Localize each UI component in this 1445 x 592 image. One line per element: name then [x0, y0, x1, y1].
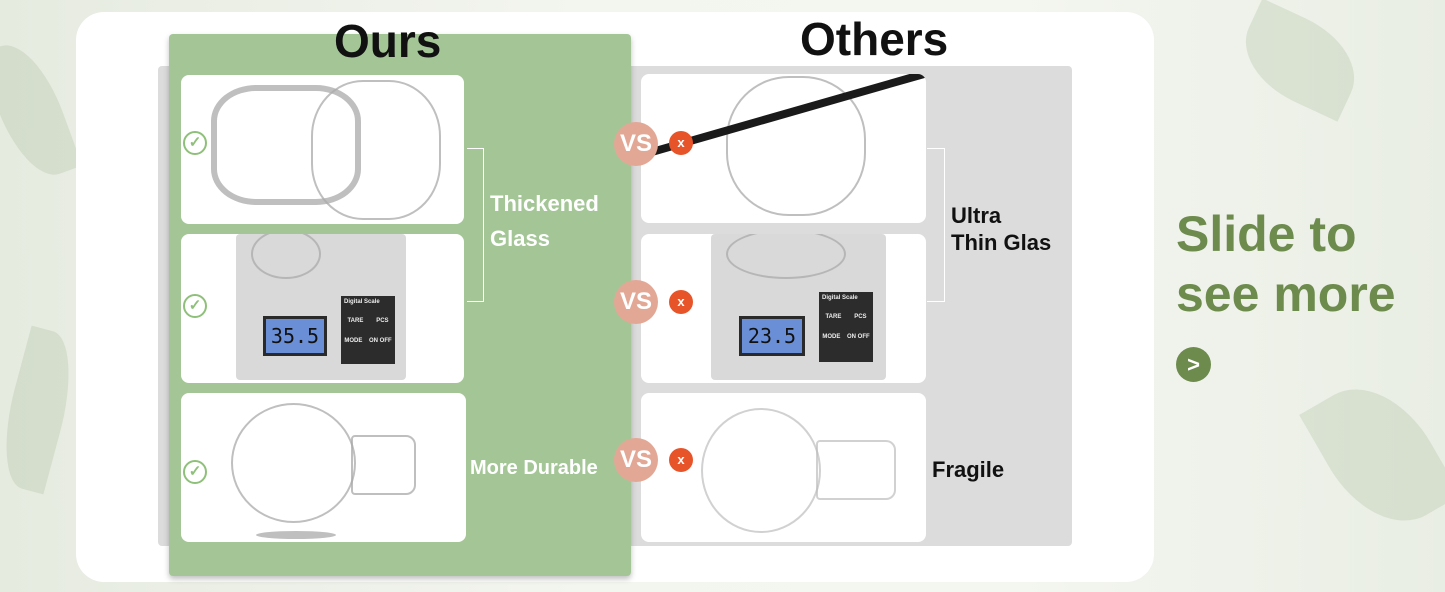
- check-icon: ✓: [183, 460, 207, 484]
- ours-thick-label: Thickened Glass: [490, 186, 599, 256]
- others-heading: Others: [800, 13, 949, 65]
- check-icon: ✓: [183, 294, 207, 318]
- glass-shadow: [256, 531, 336, 539]
- glass-shape: [816, 440, 896, 500]
- scale-brand: Digital Scale: [822, 295, 858, 301]
- scale-display: 35.5: [263, 316, 327, 356]
- ours-heading: Ours: [334, 15, 442, 67]
- glass-shape: [351, 435, 416, 495]
- on-off-key: ON OFF: [846, 334, 870, 340]
- x-icon: x: [669, 448, 693, 472]
- slide-cta-text: Slide to see more: [1176, 204, 1396, 324]
- ours-thick-glass-photo: [181, 75, 464, 224]
- pcs-key: PCS: [376, 318, 389, 324]
- ours-durable-photo: [181, 393, 466, 542]
- tare-key: TARE: [825, 314, 842, 320]
- glass-shape: [726, 76, 866, 216]
- cta-line1: Slide to: [1176, 206, 1357, 262]
- thin-line1: Ultra: [951, 203, 1002, 228]
- digital-scale: Digital Scale TARE PCS MODE ON OFF 23.5: [711, 234, 886, 380]
- glass-shape: [211, 85, 361, 205]
- thick-line2: Glass: [490, 226, 550, 251]
- scale-keypad: Digital Scale TARE PCS MODE ON OFF: [819, 292, 873, 362]
- ours-scale-photo: Digital Scale TARE PCS MODE ON OFF 35.5: [181, 234, 464, 383]
- tare-key: TARE: [347, 318, 364, 324]
- mode-key: MODE: [344, 338, 363, 344]
- glass-shape: [701, 408, 821, 533]
- glass-shape: [251, 234, 321, 279]
- scale-brand: Digital Scale: [344, 299, 380, 305]
- scale-keypad: Digital Scale TARE PCS MODE ON OFF: [341, 296, 395, 364]
- arrow-right-icon[interactable]: >: [1176, 347, 1211, 382]
- others-thin-label: Ultra Thin Glas: [951, 202, 1051, 256]
- others-bracket: [927, 148, 945, 302]
- cta-line2: see more: [1176, 266, 1396, 322]
- mode-key: MODE: [822, 334, 841, 340]
- scale-display: 23.5: [739, 316, 805, 356]
- thick-line1: Thickened: [490, 191, 599, 216]
- glass-shape: [311, 80, 441, 220]
- on-off-key: ON OFF: [368, 338, 392, 344]
- check-icon: ✓: [183, 131, 207, 155]
- glass-shape: [726, 234, 846, 279]
- vs-badge: VS: [614, 122, 658, 166]
- digital-scale: Digital Scale TARE PCS MODE ON OFF 35.5: [236, 234, 406, 380]
- vs-badge: VS: [614, 438, 658, 482]
- x-icon: x: [669, 290, 693, 314]
- others-fragile-label: Fragile: [932, 457, 1005, 482]
- thin-line2: Thin Glas: [951, 230, 1052, 255]
- ours-bracket: [467, 148, 484, 302]
- vs-badge: VS: [614, 280, 658, 324]
- pcs-key: PCS: [854, 314, 867, 320]
- glass-shape: [231, 403, 356, 523]
- ours-durable-label: More Durable: [470, 457, 598, 479]
- x-icon: x: [669, 131, 693, 155]
